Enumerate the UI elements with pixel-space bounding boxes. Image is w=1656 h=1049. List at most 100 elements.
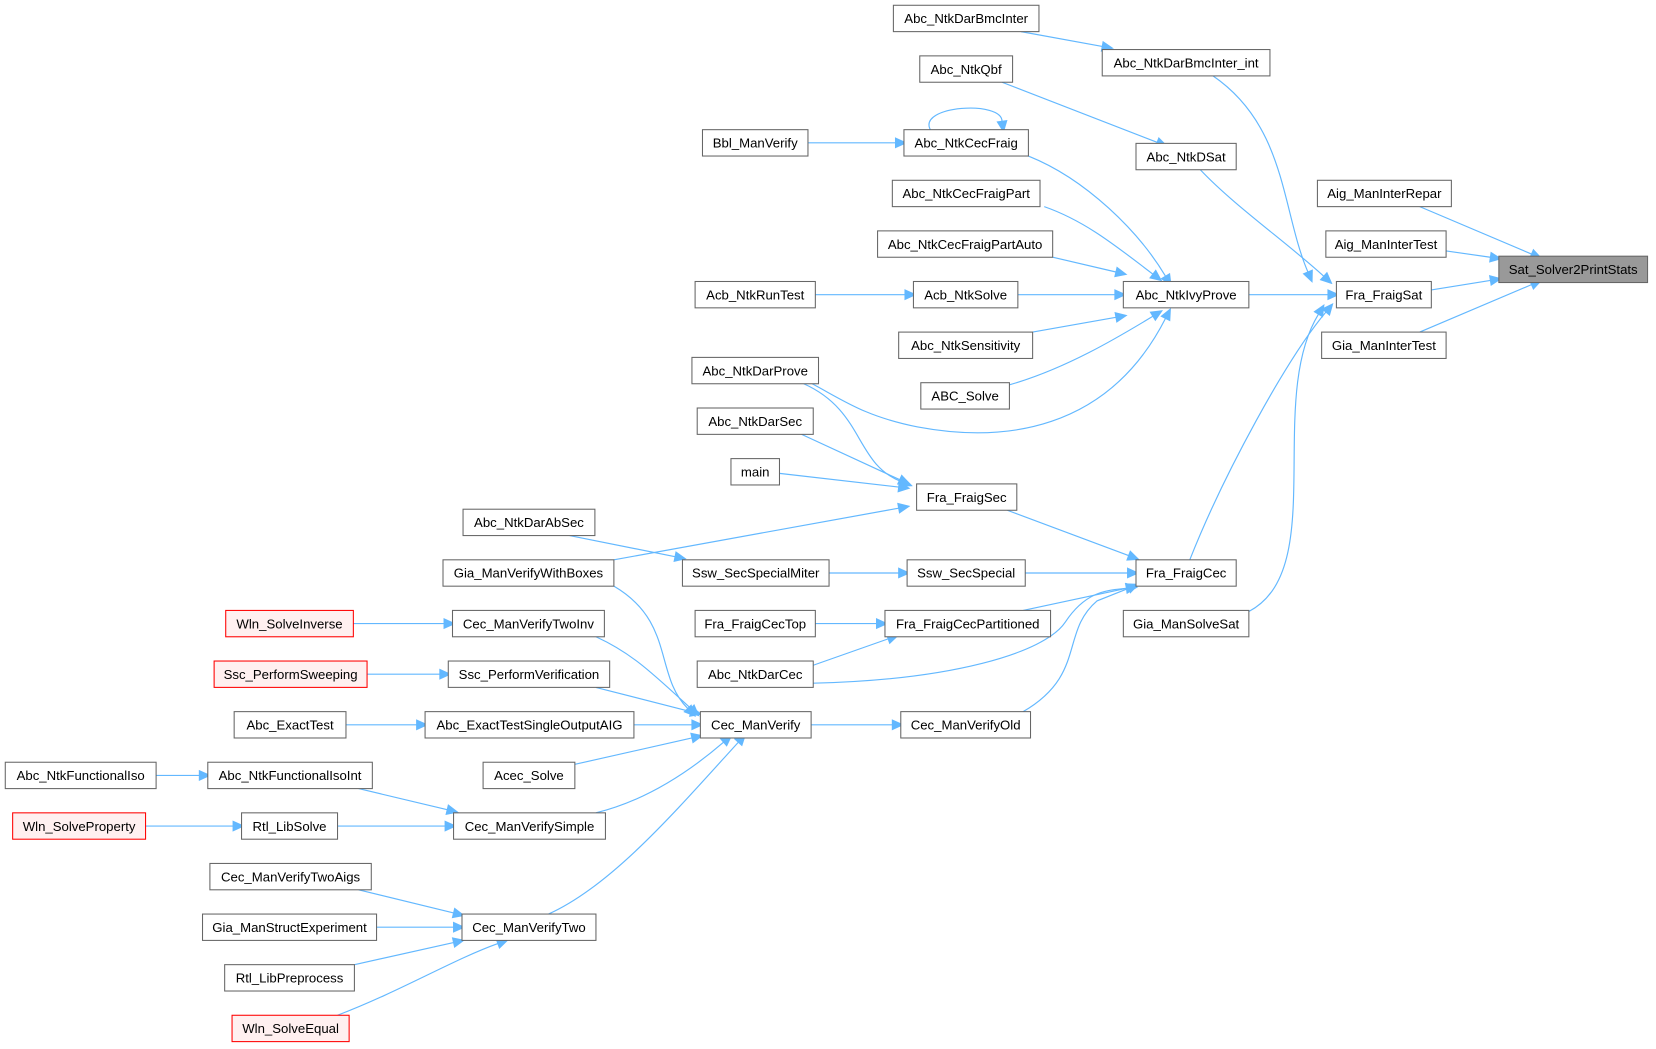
node-box[interactable] (213, 660, 368, 688)
node-box[interactable] (231, 1014, 350, 1043)
node-acb_ntksolve[interactable]: Acb_NtkSolve (912, 280, 1019, 309)
node-wln_solveproperty[interactable]: Wln_SolveProperty (12, 812, 147, 840)
node-abc_ntkdarabsec[interactable]: Abc_NtkDarAbSec (462, 508, 596, 537)
node-box[interactable] (1498, 255, 1649, 284)
node-aig_maninterrepar[interactable]: Aig_ManInterRepar (1316, 179, 1452, 208)
node-box[interactable] (12, 812, 147, 840)
node-box[interactable] (225, 609, 354, 638)
node-sat_solver2printstats[interactable]: Sat_Solver2PrintStats (1498, 255, 1649, 284)
node-bbl_manverify[interactable]: Bbl_ManVerify (701, 129, 809, 157)
node-abc_ntkfunctionalisoint[interactable]: Abc_NtkFunctionalIsoInt (207, 761, 373, 790)
node-box[interactable] (442, 559, 615, 587)
node-abc_exacttestsingleoutputaig[interactable]: Abc_ExactTestSingleOutputAIG (424, 711, 635, 739)
node-wln_solveequal[interactable]: Wln_SolveEqual (231, 1014, 350, 1043)
node-abc_ntkcecfraig[interactable]: Abc_NtkCecFraig (903, 129, 1029, 157)
node-box[interactable] (1135, 142, 1237, 171)
node-abc_ntkdarsec[interactable]: Abc_NtkDarSec (696, 407, 814, 435)
node-box[interactable] (903, 129, 1029, 157)
node-abc_ntkcecfraigpart[interactable]: Abc_NtkCecFraigPart (891, 179, 1041, 208)
node-main[interactable]: main (730, 458, 781, 486)
node-abc_exacttest[interactable]: Abc_ExactTest (233, 711, 347, 739)
node-box[interactable] (916, 483, 1018, 511)
node-box[interactable] (241, 812, 339, 840)
node-box[interactable] (1335, 280, 1432, 309)
node-box[interactable] (694, 609, 816, 638)
node-rtl_libpreprocess[interactable]: Rtl_LibPreprocess (224, 964, 355, 992)
node-box[interactable] (1122, 609, 1250, 638)
node-abc_solve[interactable]: ABC_Solve (920, 382, 1010, 410)
node-abc_ntkfunctionaliso[interactable]: Abc_NtkFunctionalIso (4, 761, 157, 790)
node-box[interactable] (1325, 230, 1447, 258)
node-box[interactable] (877, 230, 1054, 258)
node-box[interactable] (482, 761, 576, 790)
node-box[interactable] (447, 660, 611, 688)
node-box[interactable] (4, 761, 157, 790)
node-wln_solveinverse[interactable]: Wln_SolveInverse (225, 609, 354, 638)
node-rtl_libsolve[interactable]: Rtl_LibSolve (241, 812, 339, 840)
node-box[interactable] (898, 331, 1034, 359)
node-box[interactable] (461, 913, 597, 941)
node-fra_fraigsec[interactable]: Fra_FraigSec (916, 483, 1018, 511)
node-box[interactable] (1316, 179, 1452, 208)
node-acec_solve[interactable]: Acec_Solve (482, 761, 576, 790)
node-gia_mansolvesat[interactable]: Gia_ManSolveSat (1122, 609, 1250, 638)
node-box[interactable] (694, 280, 816, 309)
node-box[interactable] (696, 660, 814, 688)
node-box[interactable] (1122, 280, 1250, 309)
node-box[interactable] (451, 609, 605, 638)
node-gia_manintertest[interactable]: Gia_ManInterTest (1321, 331, 1447, 359)
node-box[interactable] (906, 559, 1026, 587)
node-abc_ntksensitivity[interactable]: Abc_NtkSensitivity (898, 331, 1034, 359)
node-box[interactable] (453, 812, 606, 840)
node-box[interactable] (201, 913, 378, 941)
node-cec_manverifysimple[interactable]: Cec_ManVerifySimple (453, 812, 606, 840)
node-box[interactable] (900, 711, 1032, 739)
node-abc_ntkdarbmcinter_int[interactable]: Abc_NtkDarBmcInter_int (1101, 49, 1271, 77)
node-ssc_performverification[interactable]: Ssc_PerformVerification (447, 660, 611, 688)
node-box[interactable] (462, 508, 596, 537)
node-cec_manverifytwoaigs[interactable]: Cec_ManVerifyTwoAigs (209, 862, 372, 891)
node-box[interactable] (1101, 49, 1271, 77)
node-fra_fraigcecpartitioned[interactable]: Fra_FraigCecPartitioned (884, 609, 1052, 638)
node-box[interactable] (699, 711, 812, 739)
node-box[interactable] (920, 382, 1010, 410)
node-box[interactable] (919, 55, 1014, 83)
node-box[interactable] (701, 129, 809, 157)
node-cec_manverifytwoinv[interactable]: Cec_ManVerifyTwoInv (451, 609, 605, 638)
node-abc_ntkdsat[interactable]: Abc_NtkDSat (1135, 142, 1237, 171)
node-cec_manverify[interactable]: Cec_ManVerify (699, 711, 812, 739)
node-gia_manstructexperiment[interactable]: Gia_ManStructExperiment (201, 913, 378, 941)
node-box[interactable] (892, 4, 1040, 33)
node-cec_manverifytwo[interactable]: Cec_ManVerifyTwo (461, 913, 597, 941)
node-abc_ntkdarprove[interactable]: Abc_NtkDarProve (691, 356, 820, 385)
node-ssw_secspecial[interactable]: Ssw_SecSpecial (906, 559, 1026, 587)
node-box[interactable] (1135, 559, 1237, 587)
node-fra_fraigcectop[interactable]: Fra_FraigCecTop (694, 609, 816, 638)
node-box[interactable] (696, 407, 814, 435)
node-box[interactable] (224, 964, 355, 992)
node-box[interactable] (691, 356, 820, 385)
node-box[interactable] (681, 559, 830, 587)
node-ssc_performsweeping[interactable]: Ssc_PerformSweeping (213, 660, 368, 688)
node-box[interactable] (424, 711, 635, 739)
node-aig_venintertest[interactable]: Aig_ManInterTest (1325, 230, 1447, 258)
node-fra_fraigcec[interactable]: Fra_FraigCec (1135, 559, 1237, 587)
node-box[interactable] (912, 280, 1019, 309)
node-abc_ntkqbf[interactable]: Abc_NtkQbf (919, 55, 1014, 83)
node-box[interactable] (233, 711, 347, 739)
node-abc_ntkdarcec[interactable]: Abc_NtkDarCec (696, 660, 814, 688)
node-box[interactable] (730, 458, 781, 486)
node-box[interactable] (1321, 331, 1447, 359)
node-abc_ntkivyprove[interactable]: Abc_NtkIvyProve (1122, 280, 1250, 309)
node-fra_fraigsat[interactable]: Fra_FraigSat (1335, 280, 1432, 309)
node-box[interactable] (207, 761, 373, 790)
node-abc_ntkcecfraigpartauto[interactable]: Abc_NtkCecFraigPartAuto (877, 230, 1054, 258)
node-ssw_secspecialmiter[interactable]: Ssw_SecSpecialMiter (681, 559, 830, 587)
node-box[interactable] (884, 609, 1052, 638)
node-cec_manverifyold[interactable]: Cec_ManVerifyOld (900, 711, 1032, 739)
node-abc_ntkdarbmcinter[interactable]: Abc_NtkDarBmcInter (892, 4, 1040, 33)
node-gia_manverifywithboxes[interactable]: Gia_ManVerifyWithBoxes (442, 559, 615, 587)
node-box[interactable] (891, 179, 1041, 208)
node-box[interactable] (209, 862, 372, 891)
node-acb_ntkruntest[interactable]: Acb_NtkRunTest (694, 280, 816, 309)
